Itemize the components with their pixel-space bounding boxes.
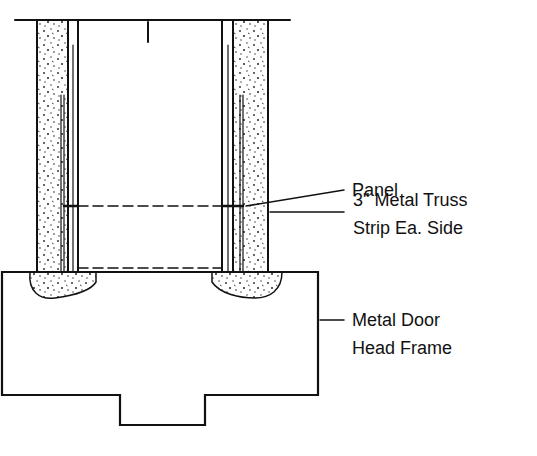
door-frame-label: Metal Door Head Frame bbox=[352, 306, 477, 362]
truss-strip-label: 3" Metal Truss Strip Ea. Side bbox=[353, 186, 503, 242]
